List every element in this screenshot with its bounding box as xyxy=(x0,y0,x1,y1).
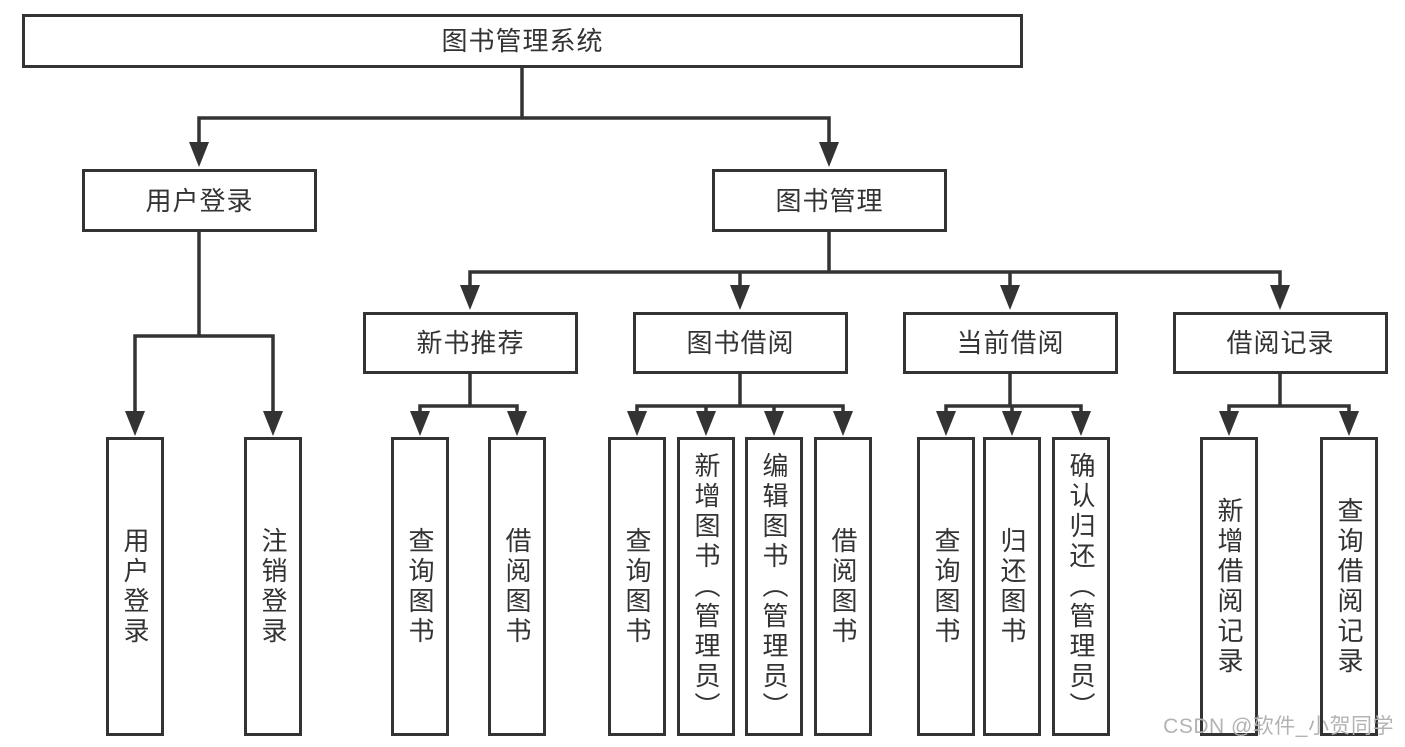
arrow-down-icon xyxy=(410,411,430,436)
arrow-down-icon xyxy=(627,411,647,436)
arrow-down-icon xyxy=(189,142,209,167)
arrow-down-icon xyxy=(764,411,784,436)
node-book-management-label: 图书管理 xyxy=(775,185,884,216)
edges-borrow-records-children xyxy=(1219,372,1359,436)
node-bb-edit-books: 编辑图书（管理员） xyxy=(745,437,803,736)
node-user-login-label: 用户登录 xyxy=(145,185,254,216)
arrow-down-icon xyxy=(1219,411,1239,436)
node-cb-return-books-label: 归还图书 xyxy=(997,526,1027,647)
node-bb-edit-books-label: 编辑图书（管理员） xyxy=(759,451,789,722)
node-leaf-user-login-label: 用户登录 xyxy=(120,526,150,647)
arrow-down-icon xyxy=(1000,285,1020,310)
node-book-management: 图书管理 xyxy=(712,169,947,232)
node-bb-query-books: 查询图书 xyxy=(608,437,666,736)
node-bb-borrow-books-label: 借阅图书 xyxy=(828,526,858,647)
edges-root-to-level2 xyxy=(189,66,839,167)
node-cb-return-books: 归还图书 xyxy=(983,437,1041,736)
arrow-down-icon xyxy=(460,285,480,310)
arrow-down-icon xyxy=(833,411,853,436)
node-bb-add-books: 新增图书（管理员） xyxy=(677,437,735,736)
node-new-book-recommend-label: 新书推荐 xyxy=(416,328,525,358)
node-br-add-record-label: 新增借阅记录 xyxy=(1214,496,1244,677)
node-br-query-record: 查询借阅记录 xyxy=(1320,437,1378,736)
node-user-login: 用户登录 xyxy=(82,169,317,232)
arrow-down-icon xyxy=(1270,285,1290,310)
node-book-borrow: 图书借阅 xyxy=(633,312,848,374)
node-bb-borrow-books: 借阅图书 xyxy=(814,437,872,736)
arrow-down-icon xyxy=(819,142,839,167)
node-root-label: 图书管理系统 xyxy=(441,26,604,56)
csdn-watermark: CSDN @软件_小贺同学 xyxy=(1163,715,1394,738)
node-bb-add-books-label: 新增图书（管理员） xyxy=(691,451,721,722)
node-leaf-logout: 注销登录 xyxy=(244,437,302,736)
node-rec-borrow-books: 借阅图书 xyxy=(488,437,546,736)
edges-current-borrow-children xyxy=(936,371,1091,436)
node-leaf-logout-label: 注销登录 xyxy=(258,526,288,647)
node-current-borrow-label: 当前借阅 xyxy=(956,328,1065,358)
node-borrow-records: 借阅记录 xyxy=(1173,312,1388,374)
node-cb-confirm-return: 确认归还（管理员） xyxy=(1052,437,1110,736)
edges-book-borrow-children xyxy=(627,372,853,436)
arrow-down-icon xyxy=(696,411,716,436)
node-cb-confirm-return-label: 确认归还（管理员） xyxy=(1066,451,1096,722)
node-br-add-record: 新增借阅记录 xyxy=(1200,437,1258,736)
node-bb-query-books-label: 查询图书 xyxy=(622,526,652,647)
arrow-down-icon xyxy=(125,411,145,436)
node-leaf-user-login: 用户登录 xyxy=(106,437,164,736)
node-cb-query-books-label: 查询图书 xyxy=(931,526,961,647)
arrow-down-icon xyxy=(1002,411,1022,436)
node-rec-query-books-label: 查询图书 xyxy=(405,526,435,647)
arrow-down-icon xyxy=(936,411,956,436)
arrow-down-icon xyxy=(1071,411,1091,436)
node-rec-query-books: 查询图书 xyxy=(391,437,449,736)
node-current-borrow: 当前借阅 xyxy=(903,312,1118,374)
node-rec-borrow-books-label: 借阅图书 xyxy=(502,526,532,647)
node-cb-query-books: 查询图书 xyxy=(917,437,975,736)
edges-book-management-children xyxy=(460,230,1290,310)
arrow-down-icon xyxy=(507,411,527,436)
edges-user-login-children xyxy=(125,230,283,436)
arrow-down-icon xyxy=(263,411,283,436)
node-new-book-recommend: 新书推荐 xyxy=(363,312,578,374)
arrow-down-icon xyxy=(1339,411,1359,436)
arrow-down-icon xyxy=(730,285,750,310)
node-root: 图书管理系统 xyxy=(22,14,1023,68)
edges-recommend-children xyxy=(410,372,527,436)
node-borrow-records-label: 借阅记录 xyxy=(1226,328,1335,358)
node-book-borrow-label: 图书借阅 xyxy=(686,328,795,358)
node-br-query-record-label: 查询借阅记录 xyxy=(1334,496,1364,677)
